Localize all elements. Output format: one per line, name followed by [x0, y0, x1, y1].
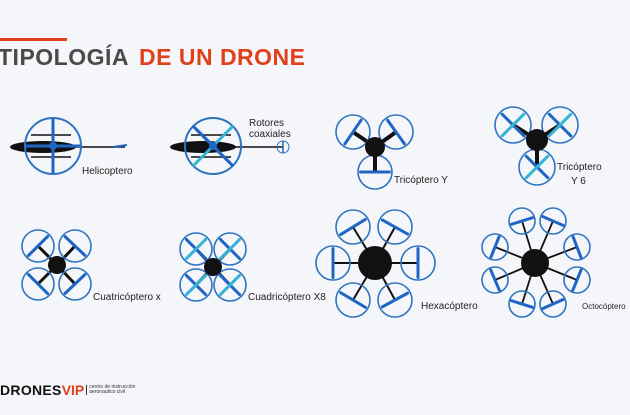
- drone-body: [365, 137, 385, 157]
- propeller-blade: [489, 235, 501, 259]
- tricopter-y-diagram: [335, 114, 414, 190]
- label-x8: Cuadricóptero X8: [248, 292, 326, 303]
- logo-brand1: DRONES: [0, 382, 62, 398]
- rotor-guard: [21, 267, 55, 301]
- rotor-guard: [377, 209, 413, 245]
- propeller-blade: [63, 273, 87, 295]
- label-hexacoptero: Hexacóptero: [421, 301, 478, 312]
- propeller-blade: [218, 237, 242, 261]
- hexacopter-diagram: [315, 209, 436, 318]
- propeller-blade: [489, 268, 501, 292]
- drone-body: [204, 258, 222, 276]
- rotor-guard: [400, 245, 436, 281]
- rotor-guard: [213, 268, 247, 302]
- propeller-blade: [571, 268, 583, 292]
- propeller-blade: [26, 272, 50, 296]
- propeller-blade: [339, 217, 367, 237]
- drone-body: [526, 129, 548, 151]
- rotor-guard: [179, 232, 213, 266]
- rotor-guard: [481, 266, 509, 294]
- title-accent-line: [0, 38, 67, 41]
- rotor-guard: [508, 290, 536, 318]
- propeller-blade: [184, 273, 208, 297]
- label-octocoptero: Octocóptero: [582, 302, 626, 311]
- rotor-guard: [377, 282, 413, 318]
- propeller-blade: [541, 215, 565, 227]
- drone-body: [521, 249, 549, 277]
- rotor-guard: [563, 233, 591, 261]
- drone-body: [358, 246, 392, 280]
- helicopter-diagram: [10, 117, 128, 175]
- label-coaxial-line1: Rotores: [249, 118, 284, 129]
- propeller-blade: [339, 291, 367, 309]
- propeller-blade: [500, 112, 526, 138]
- octocopter-diagram: [481, 207, 591, 318]
- quadcopter-x-diagram: [21, 229, 92, 301]
- rotor-guard: [184, 117, 242, 175]
- propeller-blade: [380, 291, 410, 309]
- title-part2: DE UN DRONE: [139, 44, 306, 70]
- rotor-guard: [58, 267, 92, 301]
- label-coaxial-line2: coaxiales: [249, 129, 291, 140]
- tricopter-y6-diagram: [494, 106, 579, 186]
- propeller-blade: [547, 112, 573, 138]
- rotor-guard: [378, 114, 414, 150]
- rotor-guard: [179, 268, 213, 302]
- rotor-guard: [494, 106, 532, 144]
- propeller-blade: [26, 234, 50, 258]
- drone-body: [48, 256, 66, 274]
- propeller-blade: [218, 273, 242, 297]
- propeller-blade: [541, 298, 565, 310]
- rotor-guard: [539, 290, 567, 318]
- label-cuatricoptero: Cuatricóptero x: [93, 292, 161, 303]
- rotor-guard: [315, 245, 351, 281]
- rotor-guard: [58, 229, 92, 263]
- rotor-guard: [213, 232, 247, 266]
- rotor-guard: [335, 209, 371, 245]
- rotor-hub: [49, 142, 57, 150]
- propeller-blade: [509, 299, 535, 309]
- page-title: TIPOLOGÍA DE UN DRONE: [0, 44, 306, 71]
- title-part1: TIPOLOGÍA: [0, 44, 129, 70]
- rotor-guard: [335, 114, 371, 150]
- label-y6-line1: Tricóptero: [557, 162, 602, 173]
- rotor-guard: [335, 282, 371, 318]
- propeller-blade: [386, 118, 406, 146]
- label-y6-line2: Y 6: [571, 176, 586, 187]
- main-rotor-disk: [24, 117, 82, 175]
- propeller-blade: [380, 218, 410, 236]
- coaxial-diagram: [170, 117, 290, 175]
- rotor-hub: [209, 142, 217, 150]
- propeller-blade: [184, 237, 208, 261]
- tail-rotor: [112, 144, 128, 148]
- rotor-guard: [539, 207, 567, 235]
- rotor-guard: [508, 207, 536, 235]
- rotor-guard: [563, 266, 591, 294]
- logo-subtitle-2: aeronautico civil: [89, 389, 126, 395]
- propeller-blade: [571, 235, 583, 259]
- fuselage: [170, 141, 236, 153]
- propeller-blade: [63, 235, 87, 257]
- label-helicoptero: Helicoptero: [82, 166, 133, 177]
- propeller-blade: [343, 118, 363, 146]
- propeller-blade: [509, 216, 535, 226]
- label-tricoptero-y: Tricóptero Y: [394, 175, 448, 186]
- rotor-guard: [481, 233, 509, 261]
- logo-brand2: VIP: [61, 382, 85, 398]
- propeller-blade: [524, 154, 550, 180]
- quadcopter-x8-diagram: [179, 232, 247, 302]
- rotor-guard: [21, 229, 55, 263]
- rotor-guard: [541, 106, 579, 144]
- logo-subtitle-1: centro de instrucción: [89, 384, 136, 390]
